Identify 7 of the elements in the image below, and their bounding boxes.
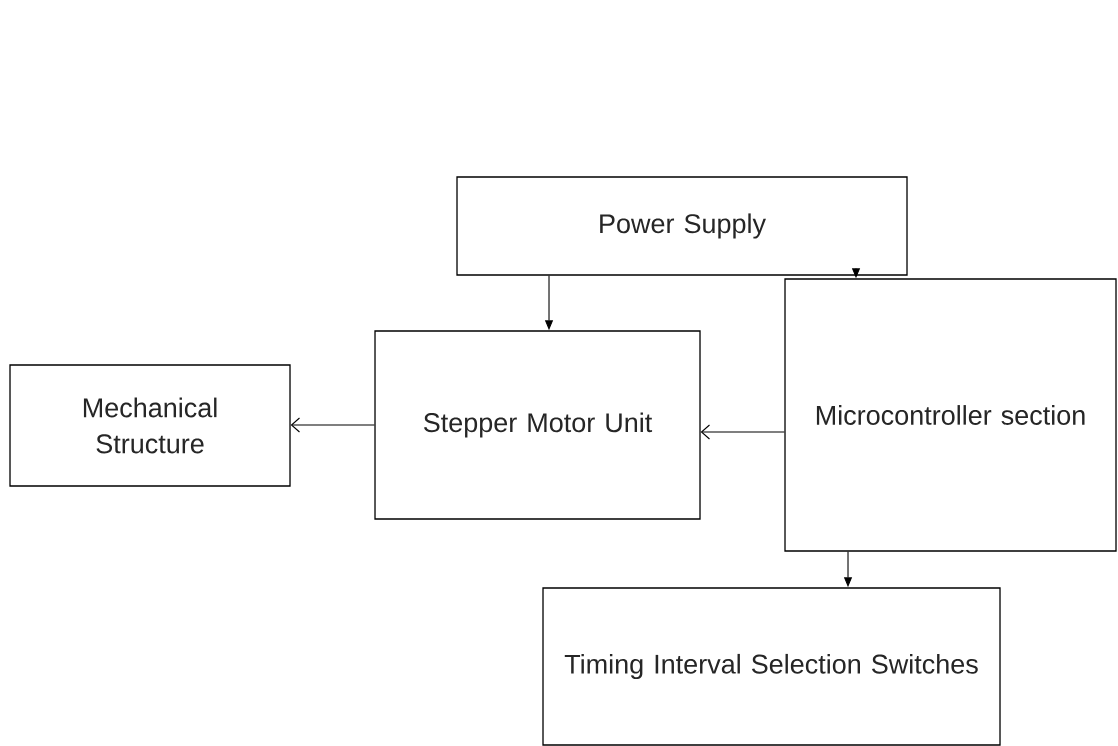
arrow — [700, 424, 785, 440]
arrow — [290, 417, 375, 433]
block-box: Microcontroller section — [784, 278, 1117, 552]
block-box: Stepper Motor Unit — [374, 330, 701, 520]
block-box: Mechanical Structure — [9, 364, 291, 487]
block-box: Timing Interval Selection Switches — [542, 587, 1001, 746]
block-box: Power Supply — [456, 176, 908, 276]
